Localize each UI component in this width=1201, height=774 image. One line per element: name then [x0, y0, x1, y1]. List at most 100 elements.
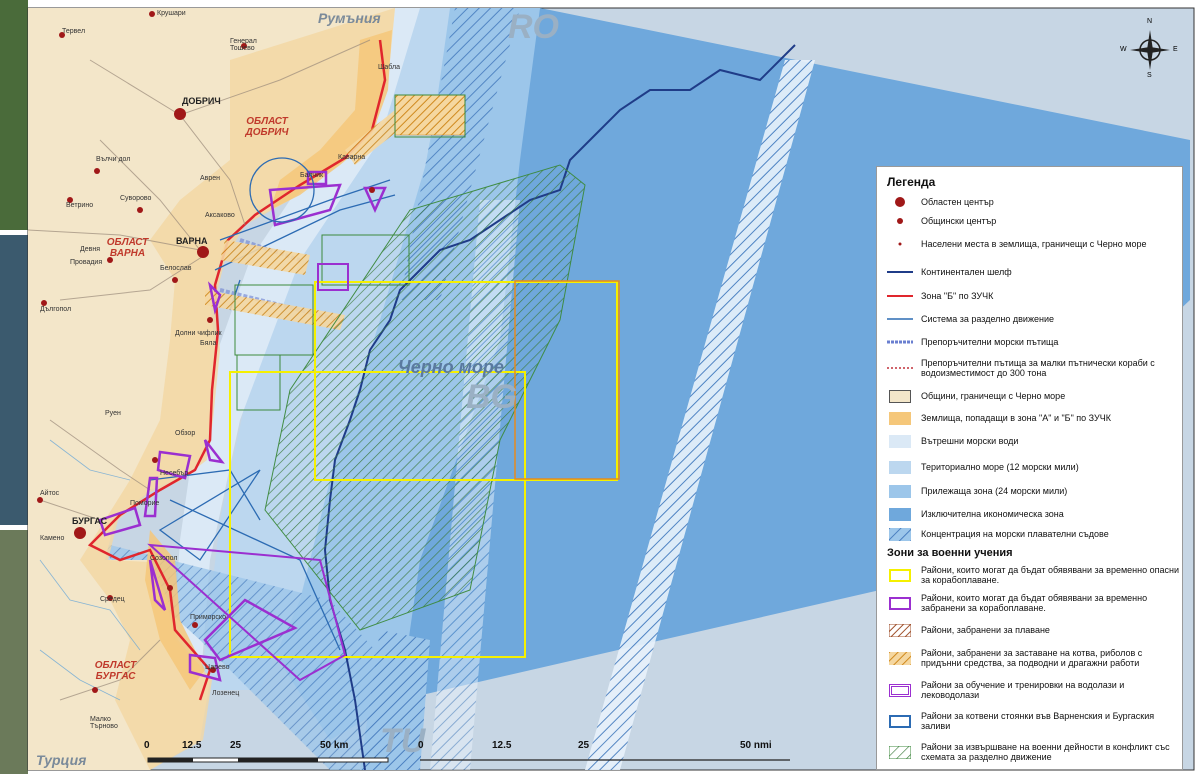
legend-item: Изключителна икономическа зона	[885, 503, 1180, 525]
legend-item: Райони, забранени за заставане на котва,…	[885, 645, 1180, 671]
scale-km-12: 12.5	[182, 740, 202, 751]
legend-label: Изключителна икономическа зона	[921, 509, 1064, 519]
legend-label: Райони за котвени стоянки във Варненския…	[921, 711, 1155, 731]
town-label: Провадия	[70, 259, 103, 266]
town-label: Айтос	[40, 490, 60, 497]
town-label: Ветрино	[66, 202, 94, 209]
town-label: Созопол	[150, 555, 178, 562]
town-label: Генерал Тошево	[230, 38, 257, 52]
legend-item: Система за разделно движение	[885, 308, 1180, 330]
contiguous-zone-icon	[885, 482, 915, 500]
violet-double-box-icon	[885, 681, 915, 699]
traffic-separation-icon	[885, 310, 915, 328]
ro-label: RO	[508, 8, 559, 46]
compass-rose-icon: N S E W	[1120, 18, 1180, 80]
legend-label: Райони за извършване на военни дейности …	[921, 742, 1170, 762]
city-dobrich: ДОБРИЧ	[182, 96, 221, 106]
scale-km-0: 0	[144, 740, 150, 751]
legend-label: Райони, които могат да бъдат обявявани з…	[921, 593, 1148, 613]
varna-dot	[197, 246, 209, 258]
scale-nmi-50: 50 nmi	[740, 740, 772, 751]
legend-label: Териториално море (12 морски мили)	[921, 462, 1079, 472]
legend-item: Населени места в землища, граничещи с Че…	[885, 231, 1180, 257]
compass-s: S	[1147, 72, 1152, 79]
town-label: Руен	[105, 410, 121, 417]
legend-item: Общински център	[885, 210, 1180, 232]
shelf-line-icon	[885, 263, 915, 281]
black-sea-label: Черно море	[398, 357, 504, 377]
orange-hatch-varna2	[205, 290, 345, 330]
scale-bars: 0 12.5 25 50 km 0 12.5 25 50 nmi	[140, 732, 790, 772]
rivers	[39, 439, 141, 701]
legend-label: Концентрация на морски плавателни съдове	[921, 529, 1109, 539]
legend-item: Препоръчителни пътища за малки пътническ…	[885, 354, 1180, 382]
yellow-danger-zones	[229, 281, 618, 658]
legend-label: Райони, забранени за плаване	[921, 625, 1050, 635]
brown-hatch-icon	[885, 621, 915, 639]
vessel-concentration-icon	[885, 525, 915, 543]
legend-item: Райони, които могат да бъдат обявявани з…	[885, 590, 1180, 616]
region-burgas: ОБЛАСТ БУРГАС	[94, 660, 137, 682]
zone-b-line-icon	[885, 287, 915, 305]
legend-item: Зона "Б" по ЗУЧК	[885, 285, 1180, 307]
town-label: Вълчи дол	[96, 156, 131, 163]
yellow-box-icon	[885, 566, 915, 584]
town-label: Суворово	[120, 195, 152, 202]
internal-waters-icon	[885, 432, 915, 450]
scale-nmi-12: 12.5	[492, 740, 512, 751]
legend-label: Континентален шелф	[921, 267, 1012, 277]
legend-item: Прилежаща зона (24 морски мили)	[885, 480, 1180, 502]
legend-label: Землища, попадащи в зона "А" и "Б" по ЗУ…	[921, 413, 1111, 423]
legend-item: Общини, граничещи с Черно море	[885, 385, 1180, 407]
scale-nmi-0: 0	[418, 740, 424, 751]
anchorage-varna-circle	[249, 157, 315, 223]
town-label: Тервел	[62, 28, 86, 35]
town-label: Средец	[100, 596, 125, 603]
photo-strip-top	[0, 0, 28, 230]
town-label: Малко Търново	[90, 716, 118, 730]
lands-zone-ab-icon	[885, 409, 915, 427]
compass-n: N	[1147, 18, 1153, 25]
tu-label: TU	[380, 722, 426, 760]
legend-label: Препоръчителни морски пътища	[921, 337, 1059, 347]
town-label: Балчик	[300, 172, 324, 179]
town-label: Белослав	[160, 265, 192, 272]
orange-hatch-icon	[885, 649, 915, 667]
military-zones-title: Зони за военни учения	[887, 547, 1013, 559]
romania-label: Румъния	[318, 10, 381, 26]
burgas-dot	[74, 527, 86, 539]
region-varna: ОБЛАСТ ВАРНА	[106, 237, 149, 259]
legend-item: Райони за извършване на военни дейности …	[885, 739, 1180, 765]
town-label: Каварна	[338, 154, 366, 161]
municipal-dots	[37, 11, 375, 693]
town-label: Крушари	[157, 10, 186, 17]
legend-item: Препоръчителни морски пътища	[885, 331, 1180, 353]
legend-item: Землища, попадащи в зона "А" и "Б" по ЗУ…	[885, 407, 1180, 429]
purple-box-icon	[885, 594, 915, 612]
legend-label: Препоръчителни пътища за малки пътническ…	[921, 358, 1155, 378]
vessel-lane-east	[585, 60, 815, 770]
legend-label: Райони за обучение и тренировки на водол…	[921, 680, 1125, 700]
town-label: Камено	[40, 535, 65, 542]
legend-item: Райони за котвени стоянки във Варненския…	[885, 708, 1180, 734]
region-dobrich: ОБЛАСТ ДОБРИЧ	[245, 116, 289, 138]
town-label: Дългопол	[40, 306, 72, 313]
town-label: Поморие	[130, 500, 160, 507]
scale-km-50: 50 km	[320, 740, 349, 751]
legend-label: Система за разделно движение	[921, 314, 1054, 324]
legend-label: Общински център	[921, 216, 997, 226]
orange-hatch-shabla	[345, 110, 405, 165]
scale-nmi-25: 25	[578, 740, 590, 751]
scale-km-25: 25	[230, 740, 242, 751]
legend-label: Райони, забранени за заставане на котва,…	[921, 648, 1143, 668]
town-label: Девня	[80, 246, 101, 253]
green-hatch-icon	[885, 743, 915, 761]
town-label: Лозенец	[212, 690, 240, 697]
orange-hatch-varna	[220, 240, 310, 275]
town-label: Бяла	[200, 340, 217, 347]
orange-outline-zone	[514, 280, 620, 480]
legend-item: Областен център	[885, 191, 1180, 213]
town-label: Обзор	[175, 430, 196, 437]
legend-item: Вътрешни морски води	[885, 430, 1180, 452]
regional-center-icon	[885, 193, 915, 211]
